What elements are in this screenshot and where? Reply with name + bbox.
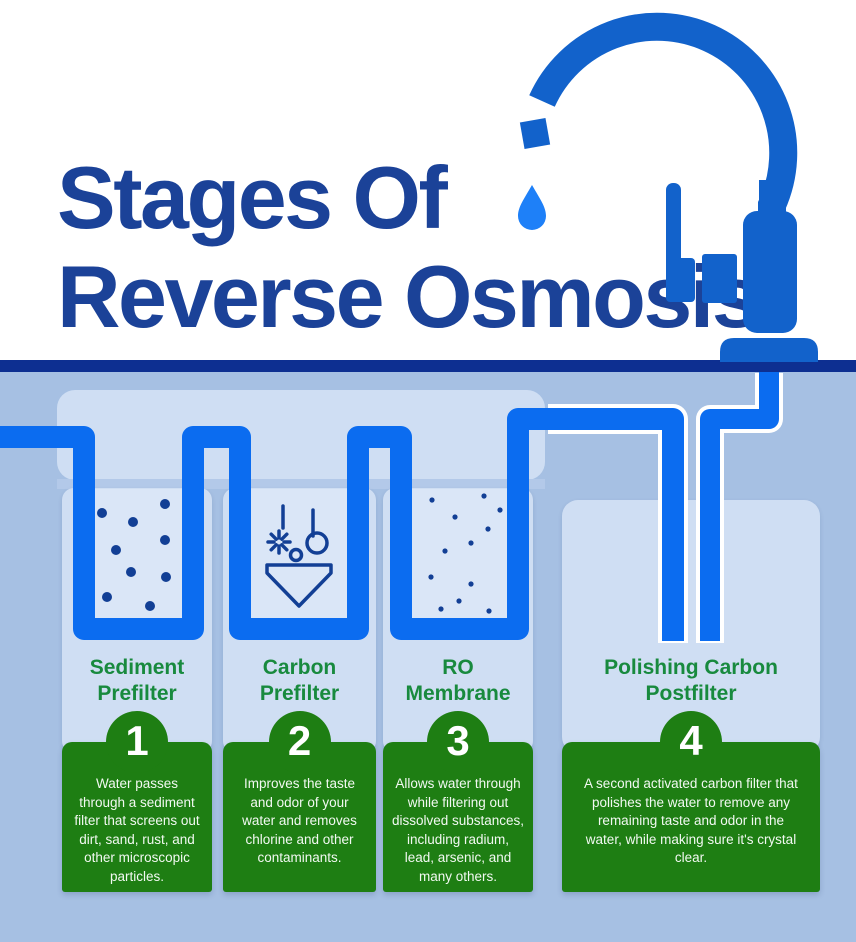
- faucet-handle-block: [702, 254, 737, 303]
- stage4-title: Polishing Carbon Postfilter: [604, 656, 778, 705]
- faucet-body: [743, 211, 797, 333]
- faucet-spout-tip: [519, 117, 551, 150]
- tank3-interior: [411, 489, 508, 619]
- stage3-number-badge: 3: [427, 711, 489, 773]
- page-title-line1: Stages Of: [57, 148, 448, 247]
- faucet-neck: [759, 180, 781, 216]
- filter-housing-panel: [57, 390, 545, 480]
- sediment-dots: [97, 499, 171, 611]
- tank-polishing-postfilter: [562, 500, 820, 753]
- stage2-box: 2 Improves the taste and odor of your wa…: [223, 711, 376, 892]
- stage1-number-badge: 1: [106, 711, 168, 773]
- faucet-gooseneck-arc: [529, 12, 798, 216]
- faucet-handle-foot: [666, 258, 695, 302]
- stage2-description: Improves the taste and odor of your wate…: [242, 776, 357, 865]
- water-drop-icon: [518, 185, 546, 230]
- carbon-filter-arrow-icon: [265, 504, 333, 608]
- page-title-line2: Reverse Osmosis: [57, 247, 761, 346]
- stage1-box: 1 Water passes through a sediment filter…: [62, 711, 212, 892]
- stage3-description: Allows water through while filtering out…: [391, 776, 525, 884]
- page-title: Stages Of Reverse Osmosis: [57, 148, 761, 346]
- housing-gap-band: [57, 479, 545, 489]
- sparkle-icon: [266, 529, 292, 555]
- stage3-title: RO Membrane: [405, 656, 511, 705]
- stage1-description: Water passes through a sediment filter t…: [74, 776, 200, 884]
- fine-particle-dots: [428, 493, 503, 614]
- stage2-number-badge: 2: [268, 711, 331, 773]
- faucet-icon: [519, 12, 818, 362]
- stage1-title: Sediment Prefilter: [89, 656, 185, 705]
- pipe-outline-tank4-feed: [548, 404, 688, 643]
- down-arrow-icon: [265, 563, 333, 608]
- faucet-base: [720, 338, 818, 362]
- stage4-description: A second activated carbon filter that po…: [584, 776, 798, 865]
- stage2-title: Carbon Prefilter: [259, 656, 340, 705]
- stage4-box: 4 A second activated carbon filter that …: [562, 711, 820, 892]
- stage4-number-badge: 4: [660, 711, 722, 773]
- main-water-pipe: [0, 408, 684, 641]
- stage3-box: 3 Allows water through while filtering o…: [383, 711, 533, 892]
- faucet-supply-pipe: [700, 372, 779, 641]
- tank2-interior: [251, 489, 348, 619]
- counter-divider: [0, 360, 856, 372]
